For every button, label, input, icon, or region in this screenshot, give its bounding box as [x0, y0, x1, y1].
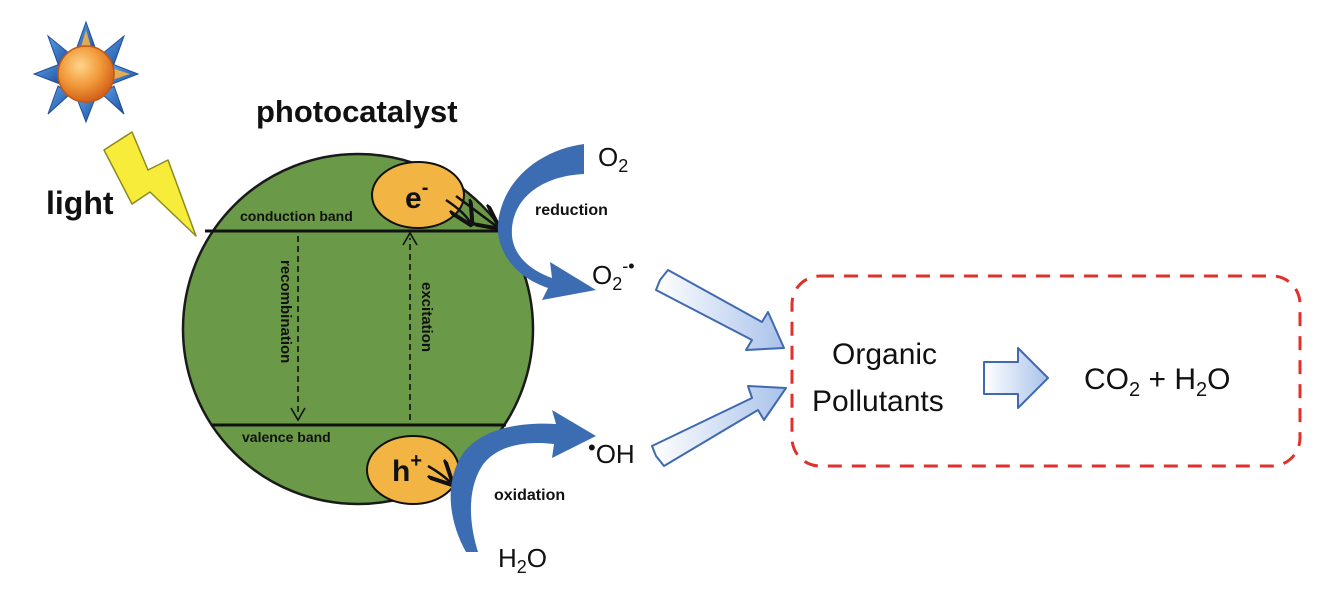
o2-label: O2 — [598, 142, 628, 176]
water-symbol: H — [498, 543, 517, 573]
hole-charge: + — [410, 450, 422, 472]
excitation-label: excitation — [418, 282, 435, 352]
organic-pollutants-line2: Pollutants — [812, 385, 944, 418]
product-plus-h: + H — [1140, 363, 1196, 396]
superoxide-subscript: 2 — [612, 274, 622, 294]
product-h-subscript: 2 — [1196, 379, 1207, 401]
water-subscript: 2 — [517, 557, 527, 577]
recombination-arrow — [290, 236, 306, 422]
superoxide-symbol: O — [592, 260, 612, 290]
superoxide-label: O2-• — [592, 256, 635, 294]
water-label: H2O — [498, 543, 547, 577]
electron-carrier: e- — [371, 161, 496, 228]
degradation-arrow — [983, 347, 1049, 409]
oxidation-arrow — [450, 410, 596, 552]
superoxide-superscript: -• — [622, 256, 634, 276]
svg-text:e-: e- — [405, 177, 428, 215]
products-label: CO2 + H2O — [1084, 363, 1230, 401]
sun-icon — [32, 20, 140, 124]
o2-subscript: 2 — [618, 156, 628, 176]
photocatalyst-label: photocatalyst — [256, 94, 458, 129]
organic-pollutants-line1: Organic — [832, 338, 937, 371]
electron-charge: - — [422, 177, 429, 199]
oxidation-label: oxidation — [494, 487, 565, 504]
hydroxyl-dot: • — [588, 435, 596, 460]
hydroxyl-label: •OH — [588, 435, 635, 469]
photocatalyst-sphere — [181, 152, 535, 506]
recombination-label: recombination — [277, 260, 294, 363]
conduction-band-label: conduction band — [240, 208, 353, 224]
hole-symbol: h — [392, 455, 410, 488]
hole-carrier: h+ — [366, 435, 460, 505]
hydroxyl-symbol: OH — [596, 439, 635, 469]
product-co-subscript: 2 — [1129, 379, 1140, 401]
reduction-arrow — [497, 144, 596, 300]
light-label: light — [46, 185, 114, 221]
water-o: O — [527, 543, 547, 573]
svg-text:h+: h+ — [392, 450, 422, 488]
reduction-label: reduction — [535, 202, 608, 219]
lightning-bolt-icon — [103, 131, 197, 237]
hydroxyl-to-pollutants-arrow — [651, 385, 787, 467]
pollutant-degradation-box — [790, 274, 1302, 468]
superoxide-to-pollutants-arrow — [655, 269, 785, 351]
excitation-arrow — [402, 231, 418, 420]
valence-band-label: valence band — [242, 429, 331, 445]
electron-symbol: e — [405, 182, 422, 215]
product-co: CO — [1084, 363, 1129, 396]
product-o: O — [1207, 363, 1230, 396]
o2-symbol: O — [598, 142, 618, 172]
